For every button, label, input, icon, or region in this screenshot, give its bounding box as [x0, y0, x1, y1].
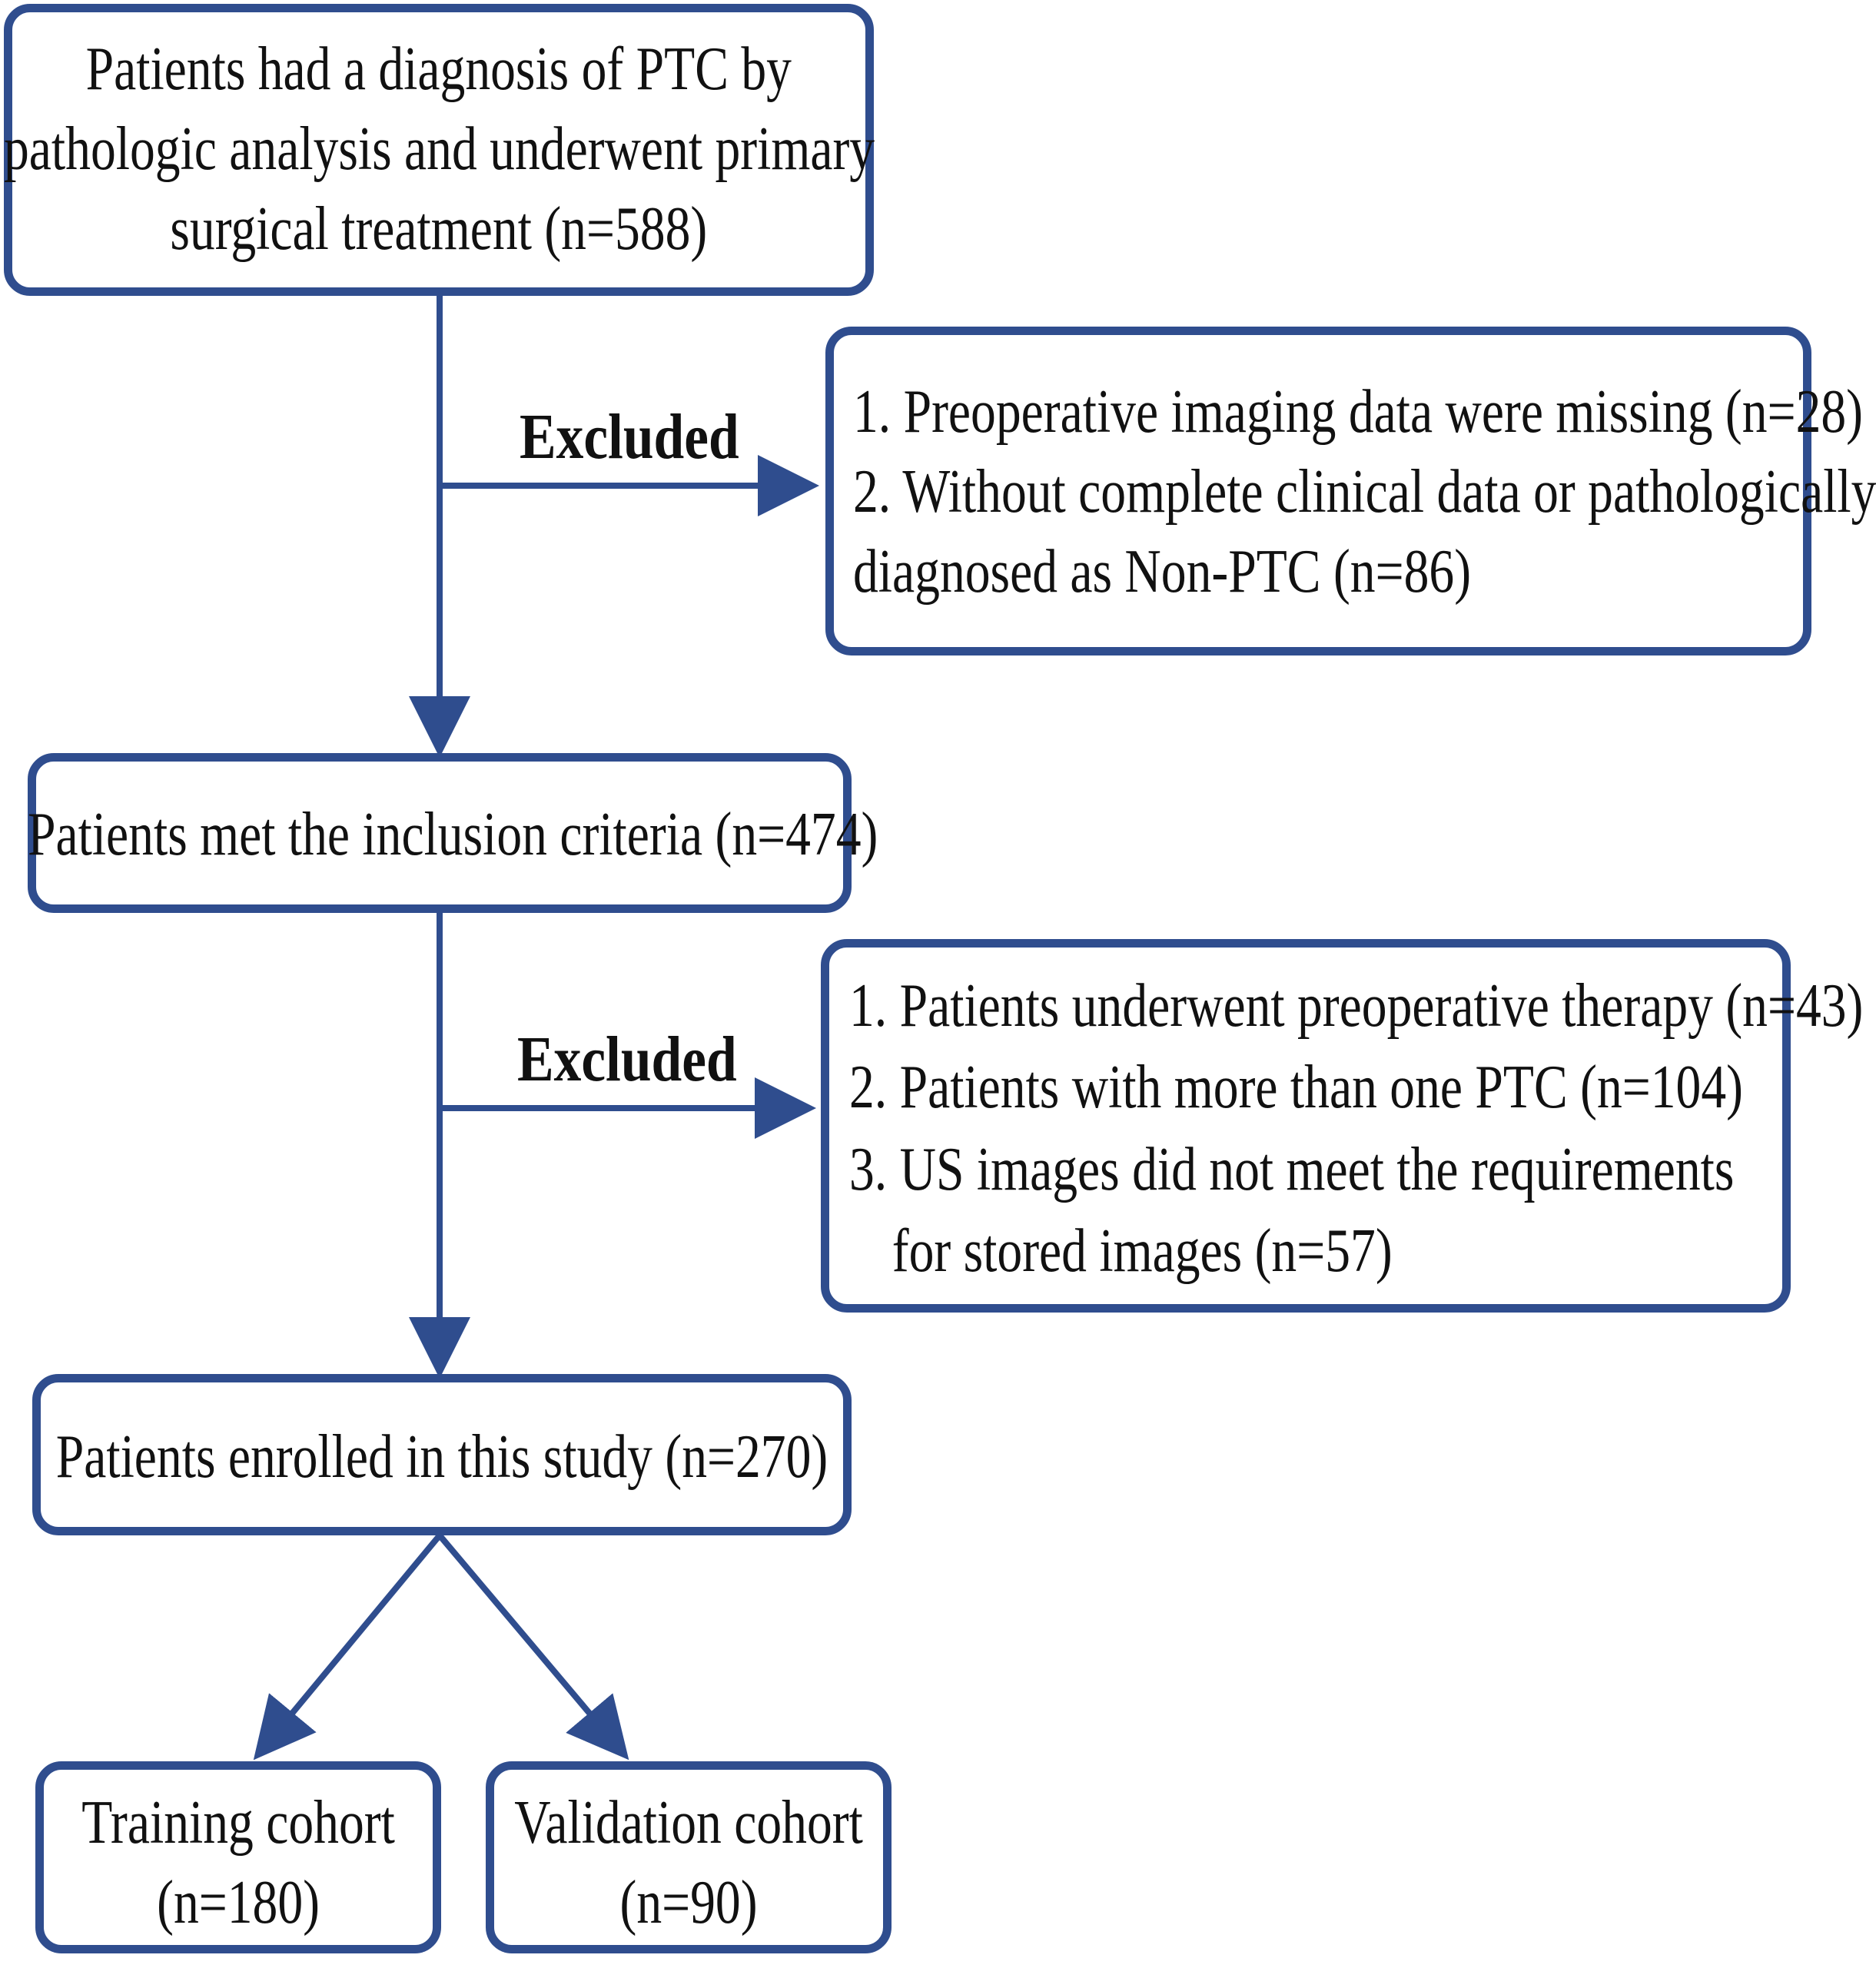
inclusion-box: [28, 753, 852, 913]
exclusion-1-line-1: 1. Preoperative imaging data were missin…: [853, 378, 1864, 446]
initial-line-2: pathologic analysis and underwent primar…: [4, 115, 875, 183]
exclusion-2-text: 1. Patients underwent preoperative thera…: [849, 965, 1863, 1293]
excluded-label-2: Excluded: [517, 1024, 737, 1095]
validation-cohort-title: Validation cohort: [514, 1789, 863, 1857]
enrolled-text: Patients enrolled in this study (n=270): [55, 1423, 828, 1491]
flow-connectors: [253, 296, 819, 1761]
exclusion-1-text: 1. Preoperative imaging data were missin…: [853, 372, 1876, 612]
exclusion-2-line-3: 3. US images did not meet the requiremen…: [849, 1135, 1735, 1203]
exclusion-2-line-4: for stored images (n=57): [892, 1217, 1393, 1286]
initial-line-1: Patients had a diagnosis of PTC by: [85, 35, 792, 103]
training-cohort-text: Training cohort (n=180): [35, 1783, 441, 1943]
excluded-label-1: Excluded: [520, 401, 739, 473]
exclusion-2-line-2: 2. Patients with more than one PTC (n=10…: [849, 1054, 1743, 1122]
arrow-to-validation: [437, 1533, 629, 1761]
enrolled-box: [32, 1374, 852, 1535]
validation-cohort-text: Validation cohort (n=90): [486, 1783, 892, 1943]
initial-population-box: [4, 4, 874, 296]
validation-cohort-box: [486, 1761, 892, 1953]
initial-population-text: Patients had a diagnosis of PTC by patho…: [4, 29, 875, 269]
exclusion-box-2: [821, 939, 1791, 1313]
arrow-to-training: [253, 1533, 443, 1761]
training-cohort-box: [35, 1761, 441, 1953]
exclusion-2-line-1: 1. Patients underwent preoperative thera…: [849, 972, 1864, 1040]
exclusion-1-line-2: 2. Without complete clinical data or pat…: [853, 458, 1876, 526]
training-cohort-title: Training cohort: [81, 1789, 395, 1857]
validation-cohort-count: (n=90): [619, 1869, 758, 1937]
inclusion-text: Patients met the inclusion criteria (n=4…: [28, 801, 878, 868]
training-cohort-count: (n=180): [157, 1869, 320, 1937]
exclusion-1-line-3: diagnosed as Non-PTC (n=86): [853, 538, 1472, 606]
exclusion-box-1: [825, 327, 1811, 655]
initial-line-3: surgical treatment (n=588): [170, 195, 708, 263]
